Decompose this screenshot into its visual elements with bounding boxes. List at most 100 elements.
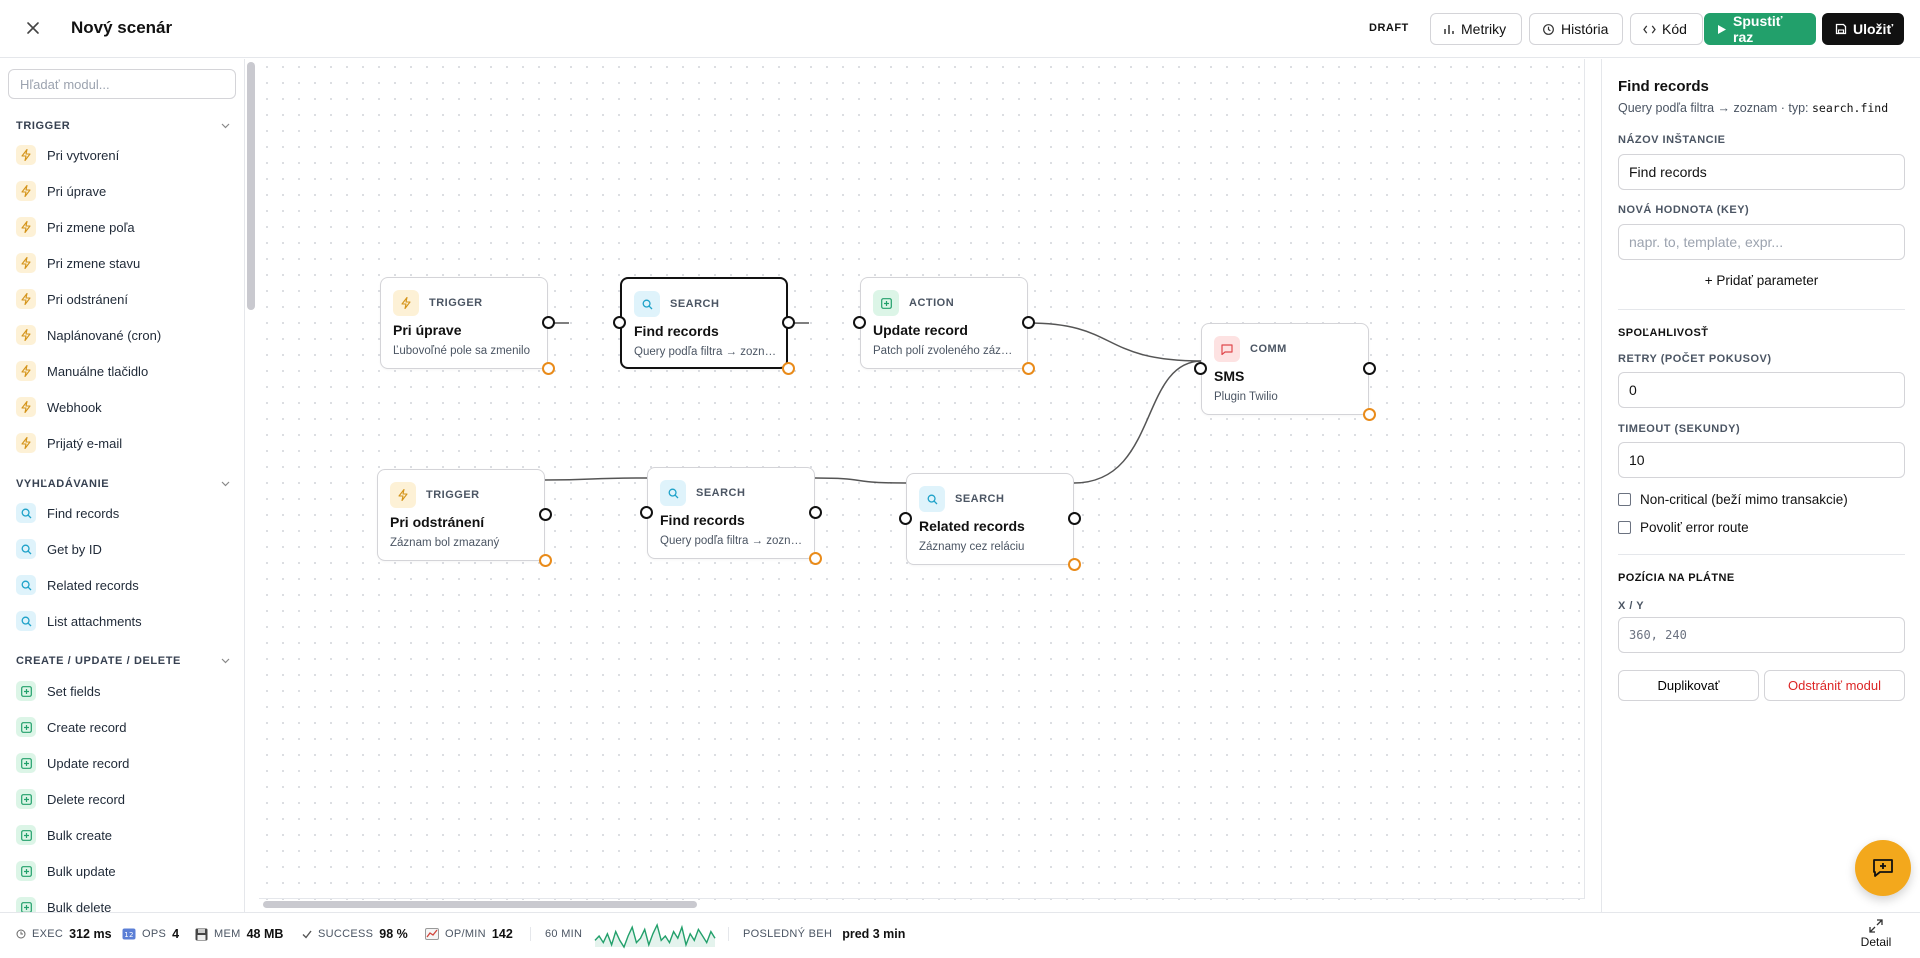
sidebar-item[interactable]: Pri úprave — [16, 177, 230, 205]
sidebar-item[interactable]: Webhook — [16, 393, 230, 421]
output-port[interactable] — [1068, 512, 1081, 525]
code-button[interactable]: Kód — [1630, 13, 1703, 45]
retry-input[interactable] — [1618, 372, 1905, 408]
position-input[interactable] — [1618, 617, 1905, 653]
sidebar-item[interactable]: Bulk create — [16, 821, 230, 849]
metrics-button[interactable]: Metriky — [1430, 13, 1522, 45]
input-port[interactable] — [1194, 362, 1207, 375]
non-critical-checkbox[interactable]: Non-critical (beží mimo transakcie) — [1618, 492, 1848, 507]
output-port[interactable] — [1022, 316, 1035, 329]
sidebar-item[interactable]: Prijatý e-mail — [16, 429, 230, 457]
error-port[interactable] — [539, 554, 552, 567]
module-icon — [16, 575, 36, 595]
sidebar-scrollbar[interactable] — [247, 62, 255, 310]
new-value-input[interactable] — [1618, 224, 1905, 260]
metrics-label: Metriky — [1461, 21, 1507, 37]
add-parameter-button[interactable]: + Pridať parameter — [1704, 273, 1819, 288]
sidebar-item[interactable]: Pri vytvorení — [16, 141, 230, 169]
ops-sparkline — [594, 923, 716, 949]
search-icon — [642, 299, 652, 309]
sidebar-item[interactable]: Set fields — [16, 677, 230, 705]
sidebar-item[interactable]: Delete record — [16, 785, 230, 813]
plus-square-icon — [20, 685, 32, 697]
stat-label: 60 MIN — [545, 928, 583, 940]
plus-square-icon — [20, 757, 32, 769]
sidebar-item-label: Pri zmene poľa — [47, 219, 135, 235]
chevron-down-icon — [221, 123, 230, 129]
error-port[interactable] — [1022, 362, 1035, 375]
canvas-horizontal-scrollbar[interactable] — [263, 901, 697, 908]
page-title: Nový scenár — [71, 18, 173, 37]
top-bar: Nový scenár DRAFT Metriky História Kód S… — [0, 0, 1920, 58]
sidebar-item-label: Bulk delete — [47, 899, 112, 913]
sidebar-item-label: Related records — [47, 577, 139, 593]
checkbox-box[interactable] — [1618, 521, 1631, 534]
retry-label: RETRY (POČET POKUSOV) — [1618, 353, 1772, 365]
checkbox-box[interactable] — [1618, 493, 1631, 506]
sidebar-item[interactable]: Bulk update — [16, 857, 230, 885]
output-port[interactable] — [1363, 362, 1376, 375]
node-title: Update record — [873, 322, 968, 338]
stat-label: MEM — [214, 928, 241, 940]
sidebar-item[interactable]: Pri zmene stavu — [16, 249, 230, 277]
sidebar-item-label: Manuálne tlačidlo — [47, 363, 149, 379]
chat-assistant-button[interactable] — [1855, 840, 1911, 896]
input-port[interactable] — [853, 316, 866, 329]
node-header: TRIGGER — [393, 290, 483, 316]
node-type: COMM — [1250, 343, 1287, 355]
run-once-button[interactable]: Spustiť raz — [1704, 13, 1816, 45]
save-button[interactable]: Uložiť — [1822, 13, 1904, 45]
timeout-input[interactable] — [1618, 442, 1905, 478]
check-icon — [302, 930, 312, 939]
node-type: TRIGGER — [429, 297, 483, 309]
input-port[interactable] — [613, 316, 626, 329]
output-port[interactable] — [542, 316, 555, 329]
sidebar-item[interactable]: Related records — [16, 571, 230, 599]
section-title: VYHĽADÁVANIE — [16, 478, 110, 490]
error-port[interactable] — [1363, 408, 1376, 421]
error-port[interactable] — [809, 552, 822, 565]
remove-module-button[interactable]: Odstrániť modul — [1764, 670, 1905, 701]
node-header: SEARCH — [660, 480, 745, 506]
sidebar-item[interactable]: List attachments — [16, 607, 230, 635]
plus-square-icon — [20, 901, 32, 912]
sidebar-item[interactable]: Create record — [16, 713, 230, 741]
error-port[interactable] — [542, 362, 555, 375]
input-port[interactable] — [899, 512, 912, 525]
bolt-icon — [398, 489, 408, 501]
sidebar-item[interactable]: Update record — [16, 749, 230, 777]
module-search-input[interactable] — [8, 69, 236, 99]
sidebar-item[interactable]: Pri zmene poľa — [16, 213, 230, 241]
close-button[interactable] — [22, 17, 44, 39]
instance-name-input[interactable] — [1618, 154, 1905, 190]
detail-button[interactable]: Detail — [1858, 919, 1894, 949]
input-port[interactable] — [640, 506, 653, 519]
stat-success: SUCCESS 98 % — [302, 927, 408, 941]
history-button[interactable]: História — [1529, 13, 1623, 45]
sidebar-item[interactable]: Manuálne tlačidlo — [16, 357, 230, 385]
output-port[interactable] — [809, 506, 822, 519]
sidebar-item[interactable]: Pri odstránení — [16, 285, 230, 313]
sidebar-item[interactable]: Get by ID — [16, 535, 230, 563]
section-search-header[interactable]: VYHĽADÁVANIE — [16, 478, 230, 490]
section-trigger-header[interactable]: TRIGGER — [16, 120, 230, 132]
sidebar-item[interactable]: Naplánované (cron) — [16, 321, 230, 349]
numbers-icon: 12 — [122, 928, 136, 940]
duplicate-button[interactable]: Duplikovať — [1618, 670, 1759, 701]
sidebar-item[interactable]: Bulk delete — [16, 893, 230, 912]
sidebar-item[interactable]: Find records — [16, 499, 230, 527]
output-port[interactable] — [539, 508, 552, 521]
section-crud-header[interactable]: CREATE / UPDATE / DELETE — [16, 655, 230, 667]
error-route-checkbox[interactable]: Povoliť error route — [1618, 520, 1749, 535]
error-port[interactable] — [782, 362, 795, 375]
error-port[interactable] — [1068, 558, 1081, 571]
output-port[interactable] — [782, 316, 795, 329]
